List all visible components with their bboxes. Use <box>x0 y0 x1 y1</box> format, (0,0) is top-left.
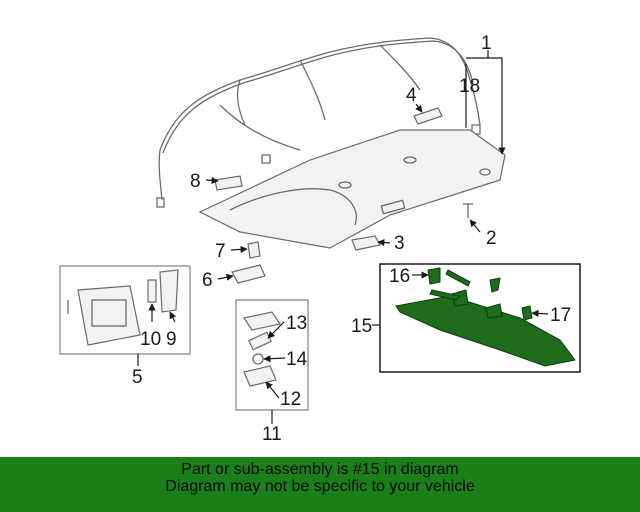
callout-5: 5 <box>132 367 143 388</box>
parts-diagram: 1 2 3 4 5 6 7 8 9 10 11 12 13 14 15 16 1… <box>59 33 581 445</box>
callout-6: 6 <box>202 270 213 291</box>
callout-11: 11 <box>262 424 282 445</box>
callout-12: 12 <box>280 389 301 410</box>
sun-visor <box>67 269 179 346</box>
wiring-harness <box>156 37 481 208</box>
callout-17: 17 <box>550 305 571 326</box>
callout-1: 1 <box>481 33 492 54</box>
callout-3: 3 <box>394 233 405 254</box>
callout-9: 9 <box>166 329 177 350</box>
highlighted-part-15 <box>395 267 576 367</box>
dome-lamp <box>243 311 281 387</box>
callout-2: 2 <box>486 228 497 249</box>
sunvisor-box <box>59 265 191 355</box>
clip-part <box>247 241 261 259</box>
banner-line-1: Part or sub-assembly is #15 in diagram <box>181 461 459 478</box>
leader-lines <box>137 50 549 424</box>
info-banner: Part or sub-assembly is #15 in diagram D… <box>0 457 640 512</box>
callout-7: 7 <box>215 241 226 262</box>
callout-18: 18 <box>459 76 480 97</box>
callout-13: 13 <box>286 313 307 334</box>
screw-part <box>463 203 473 218</box>
callout-14: 14 <box>286 349 308 370</box>
grab-handle <box>351 235 381 251</box>
banner-line-2: Diagram may not be specific to your vehi… <box>165 478 475 495</box>
callout-10: 10 <box>140 329 161 350</box>
dome-lamp-lens <box>231 264 266 284</box>
headliner <box>198 129 506 249</box>
highlight-assembly-box <box>379 263 581 373</box>
callout-8: 8 <box>190 171 201 192</box>
callout-15: 15 <box>351 316 372 337</box>
retainer-part <box>214 175 243 191</box>
callout-4: 4 <box>406 85 417 106</box>
bracket-part <box>413 107 443 125</box>
callout-16: 16 <box>389 266 410 287</box>
